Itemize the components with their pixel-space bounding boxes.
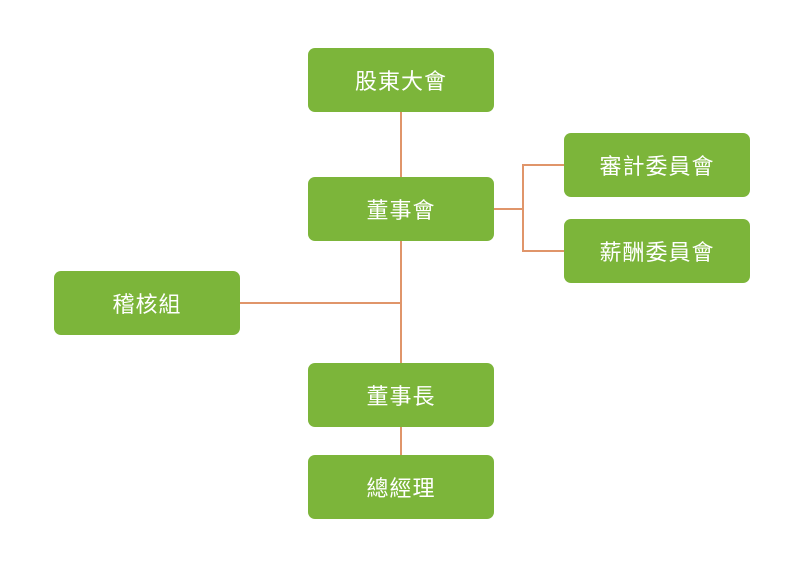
node-label: 稽核組 bbox=[112, 293, 182, 318]
connector-shareholders-board bbox=[400, 112, 402, 177]
connector-compensation-committee bbox=[522, 250, 564, 252]
connector-internal-audit bbox=[240, 302, 401, 304]
node-label: 薪酬委員會 bbox=[599, 241, 715, 266]
connector-chairman-gm bbox=[400, 427, 402, 455]
node-audit-committee[interactable]: 審計委員會 bbox=[564, 133, 750, 197]
node-compensation-committee[interactable]: 薪酬委員會 bbox=[564, 219, 750, 283]
node-chairman[interactable]: 董事長 bbox=[308, 363, 494, 427]
node-label: 董事會 bbox=[366, 199, 436, 224]
node-label: 董事長 bbox=[366, 385, 436, 410]
connector-board-committees bbox=[494, 208, 524, 210]
node-label: 股東大會 bbox=[354, 70, 447, 95]
node-general-manager[interactable]: 總經理 bbox=[308, 455, 494, 519]
node-label: 審計委員會 bbox=[599, 155, 715, 180]
node-internal-audit[interactable]: 稽核組 bbox=[54, 271, 240, 335]
node-shareholders-meeting[interactable]: 股東大會 bbox=[308, 48, 494, 112]
node-label: 總經理 bbox=[366, 477, 436, 502]
connector-board-chairman bbox=[400, 241, 402, 363]
node-board-of-directors[interactable]: 董事會 bbox=[308, 177, 494, 241]
connector-committees-trunk bbox=[522, 164, 524, 252]
connector-audit-committee bbox=[522, 164, 564, 166]
